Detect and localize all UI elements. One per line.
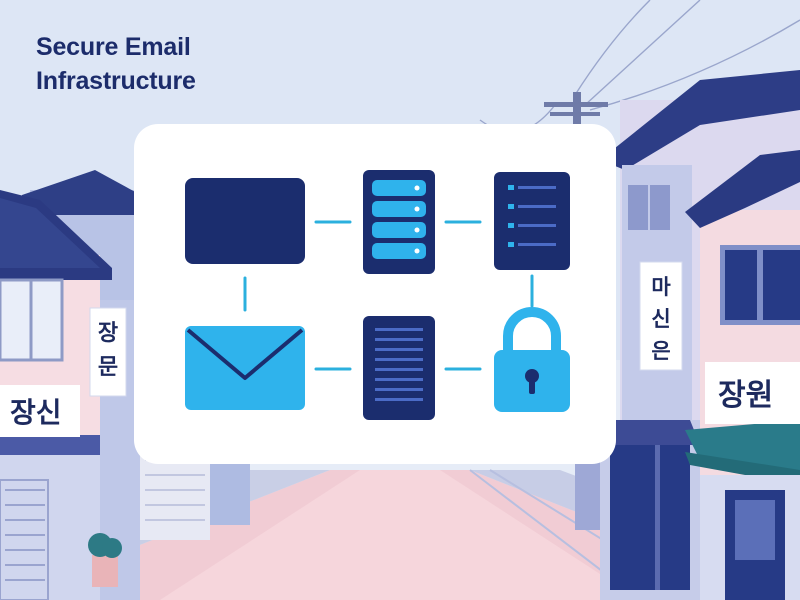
monitor-icon <box>185 178 305 264</box>
utility-pole <box>544 92 608 132</box>
svg-text:신: 신 <box>651 307 670 331</box>
title-line-1: Secure Email <box>36 33 191 61</box>
connector-lines <box>243 220 534 371</box>
diagram-card <box>134 124 616 464</box>
svg-text:마: 마 <box>651 275 671 299</box>
svg-text:장: 장 <box>98 321 118 346</box>
svg-text:은: 은 <box>651 339 670 363</box>
awning <box>685 420 800 600</box>
right-vertical-sign: 마 신 은 <box>639 261 683 371</box>
server-rack-icon <box>363 170 435 274</box>
svg-text:장신: 장신 <box>10 396 62 429</box>
road-center <box>160 470 640 600</box>
left-vertical-sign: 장 문 <box>89 307 127 397</box>
right-horizontal-sign: 장원 <box>705 362 800 424</box>
planter <box>88 533 122 587</box>
server-dark-icon <box>363 316 435 420</box>
right-building-shops <box>560 420 700 600</box>
svg-text:장원: 장원 <box>718 378 773 413</box>
padlock-icon <box>494 307 570 412</box>
page-title: Secure Email Infrastructure <box>36 30 196 98</box>
envelope-icon <box>185 326 305 410</box>
left-horizontal-sign: 장신 <box>0 385 80 437</box>
svg-text:문: 문 <box>98 355 118 380</box>
title-line-2: Infrastructure <box>36 67 196 95</box>
server-list-icon <box>494 172 570 270</box>
